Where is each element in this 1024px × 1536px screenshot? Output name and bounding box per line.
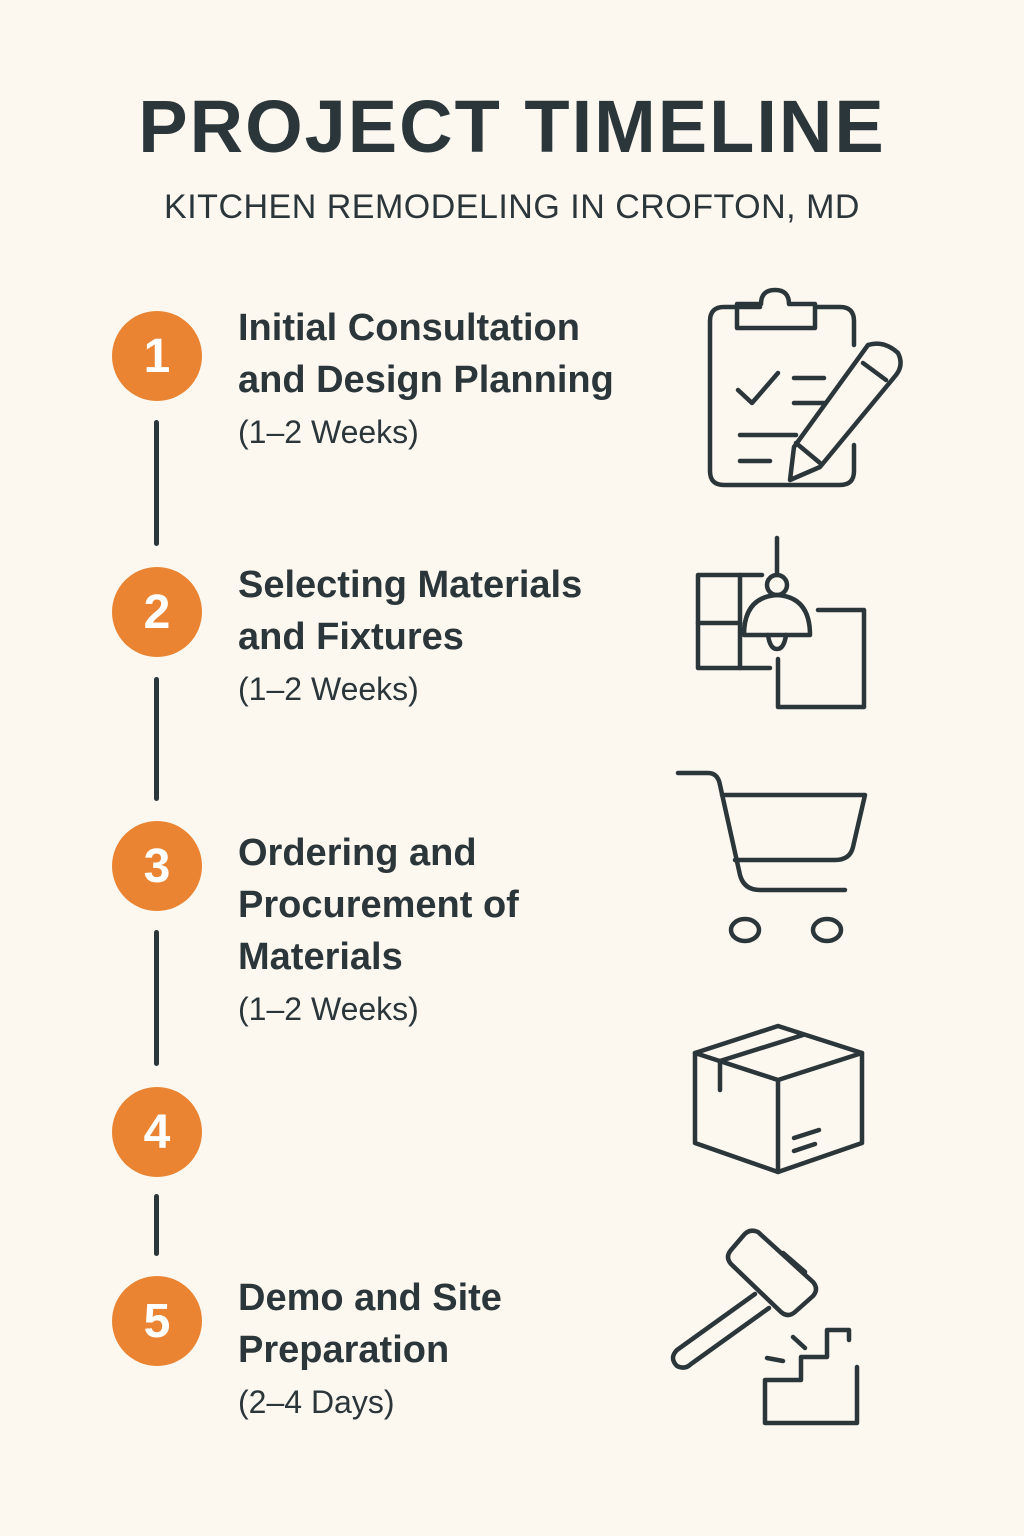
step-2-title-line2: and Fixtures (238, 616, 464, 658)
step-1-text: Initial Consultation and Design Planning… (238, 302, 658, 458)
step-5-title-line2: Preparation (238, 1329, 450, 1371)
step-3-title-line3: Materials (238, 936, 403, 978)
page-title: PROJECT TIMELINE (138, 85, 886, 168)
step-4-number-badge: 4 (112, 1087, 202, 1177)
step-1-number-badge: 1 (112, 311, 202, 401)
page-subtitle: KITCHEN REMODELING IN CROFTON, MD (164, 188, 860, 226)
timeline-connector-1 (154, 420, 159, 546)
step-2-title-line1: Selecting Materials (238, 564, 583, 606)
step-2-number-badge: 2 (112, 567, 202, 657)
step-3-title-line1: Ordering and (238, 832, 477, 874)
hammer-demolition-icon (665, 1222, 870, 1432)
step-5-number-badge: 5 (112, 1276, 202, 1366)
step-3-title-line2: Procurement of (238, 884, 519, 926)
step-2-text: Selecting Materials and Fixtures (1–2 We… (238, 559, 658, 715)
timeline-connector-3 (154, 930, 159, 1066)
step-5-title-line1: Demo and Site (238, 1277, 502, 1319)
cardboard-box-icon (690, 1010, 870, 1180)
clipboard-pencil-icon (700, 285, 915, 495)
timeline-connector-4 (154, 1194, 159, 1256)
step-5-duration: (2–4 Days) (238, 1384, 395, 1420)
step-2-duration: (1–2 Weeks) (238, 671, 419, 707)
timeline-connector-2 (154, 677, 159, 801)
shopping-cart-icon (670, 765, 875, 950)
step-1-title-line2: and Design Planning (238, 359, 614, 401)
step-3-text: Ordering and Procurement of Materials (1… (238, 827, 658, 1035)
step-3-duration: (1–2 Weeks) (238, 991, 419, 1027)
step-1-title-line1: Initial Consultation (238, 307, 580, 349)
step-5-text: Demo and Site Preparation (2–4 Days) (238, 1272, 658, 1428)
step-3-number-badge: 3 (112, 821, 202, 911)
tiles-pendant-lamp-icon (690, 535, 875, 715)
step-1-duration: (1–2 Weeks) (238, 414, 419, 450)
